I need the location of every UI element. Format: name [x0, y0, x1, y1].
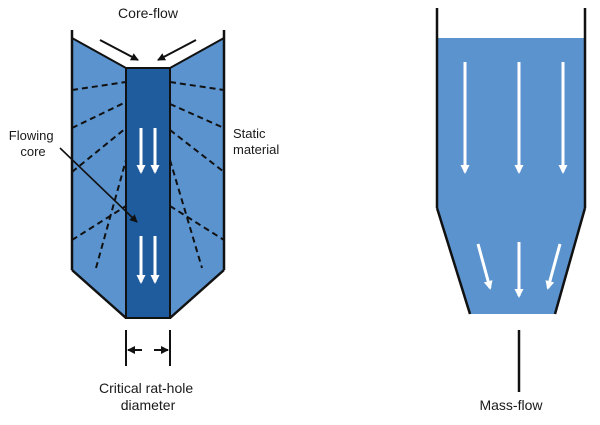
down-arrow-icon	[545, 243, 562, 290]
static-material-label-line-2: material	[233, 142, 279, 157]
static-material-label-line-1: Static	[233, 126, 266, 141]
mass-flow-title: Mass-flow	[479, 397, 543, 413]
flowing-core-label-line-2: core	[20, 144, 45, 159]
core-flow-hopper: Core-flow Flowing core Static material C…	[9, 5, 280, 413]
pointer-arrow-icon	[157, 39, 197, 61]
mass-flow-bin-outline	[435, 8, 587, 315]
flowing-core	[125, 67, 171, 319]
rat-hole-dimension	[125, 330, 171, 366]
core-flow-top-surface	[71, 37, 225, 69]
pointer-arrow-icon	[99, 39, 139, 61]
flowing-core-label-line-1: Flowing	[9, 128, 54, 143]
down-arrow-icon	[476, 243, 493, 290]
mass-flow-material	[437, 38, 585, 314]
core-flow-inflow-arrows	[99, 39, 197, 61]
mass-flow-down-arrows	[460, 62, 568, 298]
core-flow-bin-outline	[70, 30, 226, 319]
core-down-arrows	[136, 128, 160, 284]
rat-hole-label-line-1: Critical rat-hole	[99, 380, 193, 396]
static-layer-lines-right	[169, 81, 225, 269]
static-layer-lines-left	[71, 81, 127, 269]
mass-flow-hopper: Mass-flow	[435, 8, 587, 413]
rat-hole-label-line-2: diameter	[121, 397, 176, 413]
static-material-label: Static material	[233, 126, 279, 157]
flowing-core-pointer	[59, 147, 138, 223]
core-flow-title: Core-flow	[118, 5, 179, 21]
rat-hole-label: Critical rat-hole diameter	[99, 380, 197, 413]
flowing-core-label: Flowing core	[9, 128, 57, 159]
